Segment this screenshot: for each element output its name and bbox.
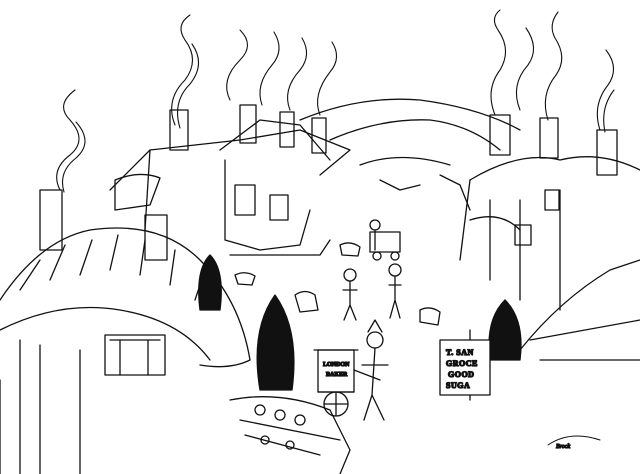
foreground-garden — [229, 396, 351, 474]
shop-sign-line-2: GROCE — [446, 359, 478, 368]
artist-signature-text: Brock — [556, 444, 570, 450]
right-foreground-roof — [519, 259, 640, 361]
shop-sign — [439, 329, 491, 401]
cypress-trees — [198, 254, 522, 391]
chimney-smoke — [56, 9, 615, 193]
background-hills — [299, 98, 521, 166]
bakers-cart — [313, 319, 389, 421]
street-figures — [234, 174, 471, 326]
shop-sign-line-3: GOOD — [448, 370, 474, 379]
right-cottages — [459, 114, 640, 311]
cart-sign-line-1: LONDON — [323, 362, 350, 368]
left-thatched-cottage — [0, 189, 251, 474]
centre-cottages — [109, 104, 351, 256]
artist-signature — [547, 435, 601, 446]
cart-sign-line-2: BAKER — [326, 372, 348, 378]
shop-sign-line-4: SUGA — [446, 381, 470, 390]
shop-sign-line-1: T. SAN — [446, 348, 474, 357]
